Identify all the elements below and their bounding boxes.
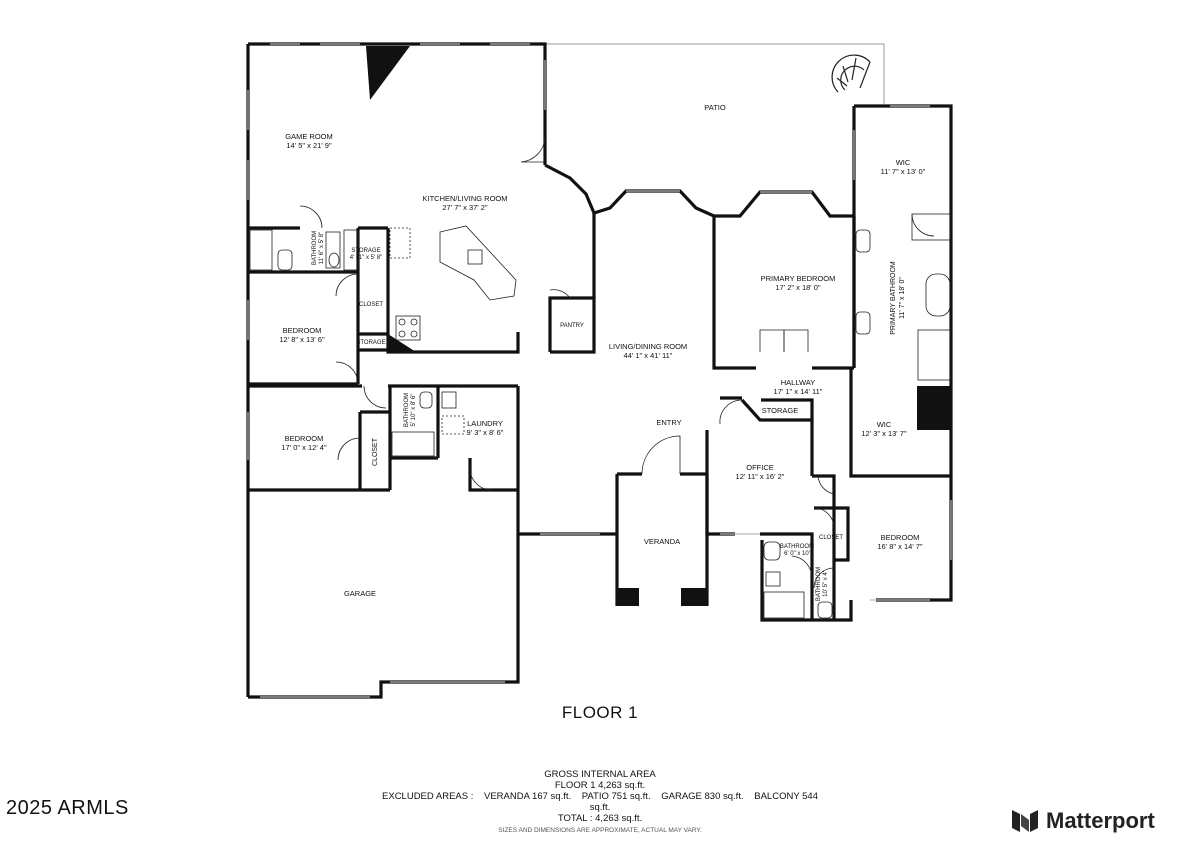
room-dims: 9' 3" x 8' 6" <box>467 428 504 437</box>
room-label-bathroom-a: BATHROOM 11' 6" x 5' 8" <box>312 231 325 265</box>
room-name: BEDROOM <box>283 326 322 335</box>
room-name: ENTRY <box>656 418 681 427</box>
room-name: CLOSET <box>819 535 843 541</box>
room-dims: 12' 8" x 13' 6" <box>279 335 325 344</box>
room-label-entry: ENTRY <box>656 418 681 427</box>
room-name: OFFICE <box>746 463 774 472</box>
room-name: CLOSET <box>372 437 379 466</box>
room-label-bathroom-c: BATHROOM 6' 0" x 10' <box>780 544 814 557</box>
room-dims: 5' 10" x 8' 6" <box>411 394 417 427</box>
disclaimer: SIZES AND DIMENSIONS ARE APPROXIMATE, AC… <box>498 827 702 834</box>
room-name: BATHROOM <box>816 567 822 601</box>
room-label-pantry: PANTRY <box>560 323 584 329</box>
room-dims: 11' 7" x 13' 0" <box>881 167 926 176</box>
brand-name: Matterport <box>1046 808 1155 833</box>
room-name: BEDROOM <box>285 434 324 443</box>
excluded-prefix: EXCLUDED AREAS : <box>382 791 474 802</box>
room-name: GARAGE <box>344 589 376 598</box>
excluded-unit: sq.ft. <box>589 802 611 813</box>
room-dims: 11' 6" x 5' 8" <box>319 232 325 264</box>
room-name: WIC <box>877 420 892 429</box>
room-dims: 6' 0" x 10' <box>784 551 810 557</box>
room-name: PRIMARY BATHROOM <box>890 261 897 335</box>
room-name: PANTRY <box>560 323 584 329</box>
room-dims: 44' 1" x 41' 11" <box>624 351 673 360</box>
excluded-garage: GARAGE 830 sq.ft. <box>661 791 744 802</box>
room-dims: 10' 5" x 4' <box>823 571 829 597</box>
room-label-kitchen-living: KITCHEN/LIVING ROOM 27' 7" x 37' 2" <box>422 194 507 212</box>
floor-title: FLOOR 1 <box>561 703 639 722</box>
room-name: KITCHEN/LIVING ROOM <box>422 194 507 203</box>
room-name: WIC <box>896 158 911 167</box>
room-label-veranda: VERANDA <box>644 537 680 546</box>
room-name: PATIO <box>704 103 726 112</box>
room-label-bedroom-c: BEDROOM 16' 8" x 14' 7" <box>877 533 923 551</box>
room-dims: 17' 0" x 12' 4" <box>281 443 327 452</box>
room-name: BEDROOM <box>881 533 920 542</box>
room-dims: 17' 2" x 18' 0" <box>775 283 821 292</box>
excluded-areas-line: EXCLUDED AREAS : VERANDA 167 sq.ft. PATI… <box>340 791 860 802</box>
excluded-patio: PATIO 751 sq.ft. <box>581 791 651 802</box>
room-name: CLOSET <box>359 302 383 308</box>
patio-outline <box>545 43 885 104</box>
room-dims: 27' 7" x 37' 2" <box>442 203 488 212</box>
fixtures <box>249 213 951 619</box>
room-label-living-dining: LIVING/DINING ROOM 44' 1" x 41' 11" <box>609 342 687 360</box>
walls <box>246 42 953 699</box>
area-total-line: TOTAL : 4,263 sq.ft. <box>557 813 643 824</box>
room-label-bathroom-b: BATHROOM 5' 10" x 8' 6" <box>404 393 417 427</box>
room-label-storage-c: STORAGE <box>762 406 799 415</box>
room-dims: 16' 8" x 14' 7" <box>877 542 923 551</box>
room-name: PRIMARY BEDROOM <box>761 274 836 283</box>
room-dims: 12' 3" x 13' 7" <box>861 429 907 438</box>
room-label-primary-bedroom: PRIMARY BEDROOM 17' 2" x 18' 0" <box>761 274 836 292</box>
room-label-primary-bathroom: PRIMARY BATHROOM 11' 7" x 18' 0" <box>890 261 906 335</box>
room-dims: 11' 7" x 18' 0" <box>899 277 906 319</box>
room-label-wic-bottom: WIC 12' 3" x 13' 7" <box>861 420 907 438</box>
room-name: BATHROOM <box>404 393 410 427</box>
room-label-storage-b: STORAGE <box>356 340 385 346</box>
room-label-closet-a: CLOSET <box>359 302 383 308</box>
room-label-bathroom-d: BATHROOM 10' 5" x 4' <box>816 567 829 601</box>
room-label-closet-c: CLOSET <box>819 535 843 541</box>
room-name: STORAGE <box>356 340 385 346</box>
excluded-veranda: VERANDA 167 sq.ft. <box>484 791 572 802</box>
room-name: BATHROOM <box>780 544 814 550</box>
area-heading: GROSS INTERNAL AREA <box>544 769 656 780</box>
windows <box>247 43 952 698</box>
room-label-bedroom-a: BEDROOM 12' 8" x 13' 6" <box>279 326 325 344</box>
room-name: STORAGE <box>762 406 799 415</box>
room-name: GAME ROOM <box>285 132 333 141</box>
spiral-stair <box>831 54 871 93</box>
room-name: LIVING/DINING ROOM <box>609 342 687 351</box>
room-dims: 12' 11" x 16' 2" <box>736 472 785 481</box>
matterport-mark-icon <box>1012 810 1038 832</box>
room-dims: 14' 5" x 21' 9" <box>286 141 332 150</box>
copyright-notice: 2025 ARMLS <box>6 797 129 820</box>
solid-fills <box>366 46 951 606</box>
area-floor-line: FLOOR 1 4,263 sq.ft. <box>554 780 646 791</box>
area-summary: GROSS INTERNAL AREA FLOOR 1 4,263 sq.ft.… <box>340 769 860 836</box>
room-dims: 17' 1" x 14' 11" <box>774 387 823 396</box>
copyright-text: 2025 ARMLS <box>6 797 129 819</box>
room-label-closet-b: CLOSET <box>372 437 379 466</box>
room-label-garage: GARAGE <box>344 589 376 598</box>
room-name: VERANDA <box>644 537 680 546</box>
room-dims: 4' 11" x 5' 8" <box>350 255 382 261</box>
room-label-laundry: LAUNDRY 9' 3" x 8' 6" <box>467 419 504 437</box>
room-label-bedroom-b: BEDROOM 17' 0" x 12' 4" <box>281 434 327 452</box>
room-label-office: OFFICE 12' 11" x 16' 2" <box>736 463 785 481</box>
room-name: BATHROOM <box>312 231 318 265</box>
room-label-wic-top: WIC 11' 7" x 13' 0" <box>881 158 926 176</box>
room-name: STORAGE <box>351 248 380 254</box>
room-label-patio: PATIO <box>704 103 726 112</box>
matterport-logo: Matterport <box>1010 806 1155 836</box>
excluded-balcony: BALCONY 544 <box>754 791 818 802</box>
room-label-game-room: GAME ROOM 14' 5" x 21' 9" <box>285 132 333 150</box>
room-name: LAUNDRY <box>467 419 503 428</box>
room-label-hallway: HALLWAY 17' 1" x 14' 11" <box>774 378 823 396</box>
room-name: HALLWAY <box>781 378 815 387</box>
room-label-storage-a: STORAGE 4' 11" x 5' 8" <box>350 248 382 261</box>
